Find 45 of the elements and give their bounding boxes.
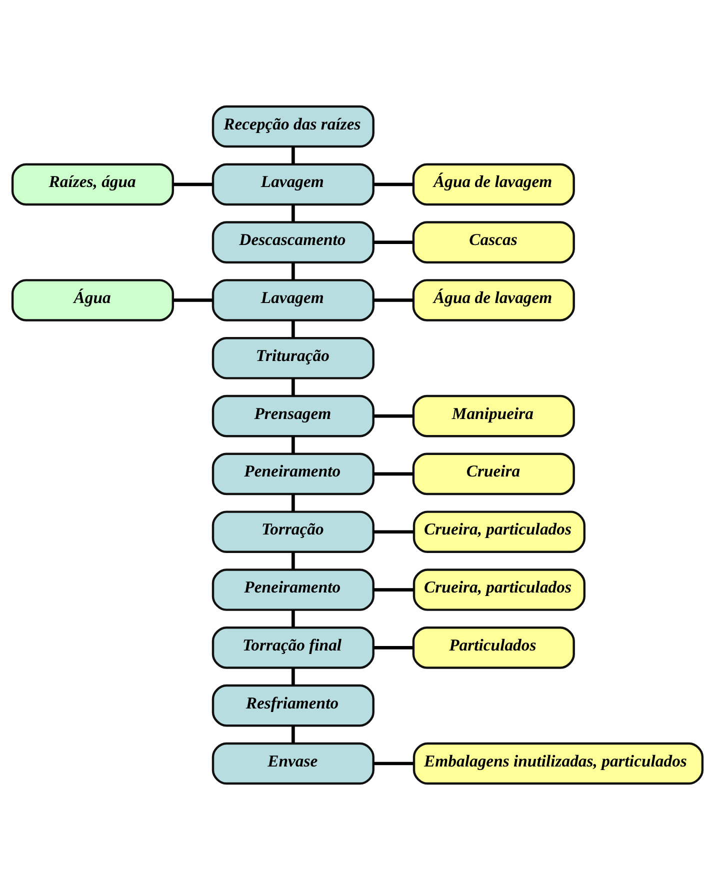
node-box: Crueira, particulados — [412, 510, 586, 553]
node-box: Embalagens inutilizadas, particulados — [412, 742, 704, 784]
node-box: Torração — [212, 510, 374, 553]
node-box: Crueira — [412, 452, 575, 495]
node-box: Envase — [212, 742, 374, 784]
connector — [374, 240, 414, 244]
node-box: Peneiramento — [212, 452, 374, 495]
connector — [292, 320, 295, 338]
node-box: Torração final — [212, 626, 374, 668]
node-box: Água de lavagem — [412, 162, 575, 206]
node-box: Água de lavagem — [412, 278, 575, 321]
node-box: Peneiramento — [212, 568, 374, 610]
connector — [292, 378, 295, 396]
node-box: Raízes, água — [11, 162, 174, 206]
connector — [292, 610, 295, 627]
connector — [374, 472, 414, 476]
node-box: Lavagem — [212, 162, 374, 206]
node-box: Água — [11, 278, 174, 321]
connector — [374, 646, 414, 649]
connector — [373, 530, 414, 534]
node-box: Resfriamento — [212, 684, 374, 726]
node-box: Prensagem — [212, 394, 374, 437]
connector — [292, 667, 295, 685]
connector — [173, 298, 213, 302]
connector — [292, 725, 295, 743]
node-box: Manipueira — [412, 394, 575, 437]
node-box: Recepção das raízes — [212, 104, 374, 148]
connector — [292, 204, 295, 222]
connector — [373, 588, 414, 591]
connector — [374, 182, 414, 186]
connector — [374, 298, 414, 302]
node-box: Cascas — [412, 220, 575, 263]
connector — [292, 436, 295, 454]
connector — [292, 552, 295, 569]
node-box: Trituração — [212, 336, 374, 379]
connector — [173, 182, 213, 186]
connector — [292, 146, 295, 164]
node-box: Particulados — [412, 626, 575, 668]
node-box: Descascamento — [212, 220, 374, 263]
connector — [292, 262, 295, 280]
connector — [373, 761, 414, 765]
node-box: Lavagem — [212, 278, 374, 321]
node-box: Crueira, particulados — [412, 568, 586, 610]
connector — [292, 494, 295, 512]
connector — [374, 414, 414, 418]
